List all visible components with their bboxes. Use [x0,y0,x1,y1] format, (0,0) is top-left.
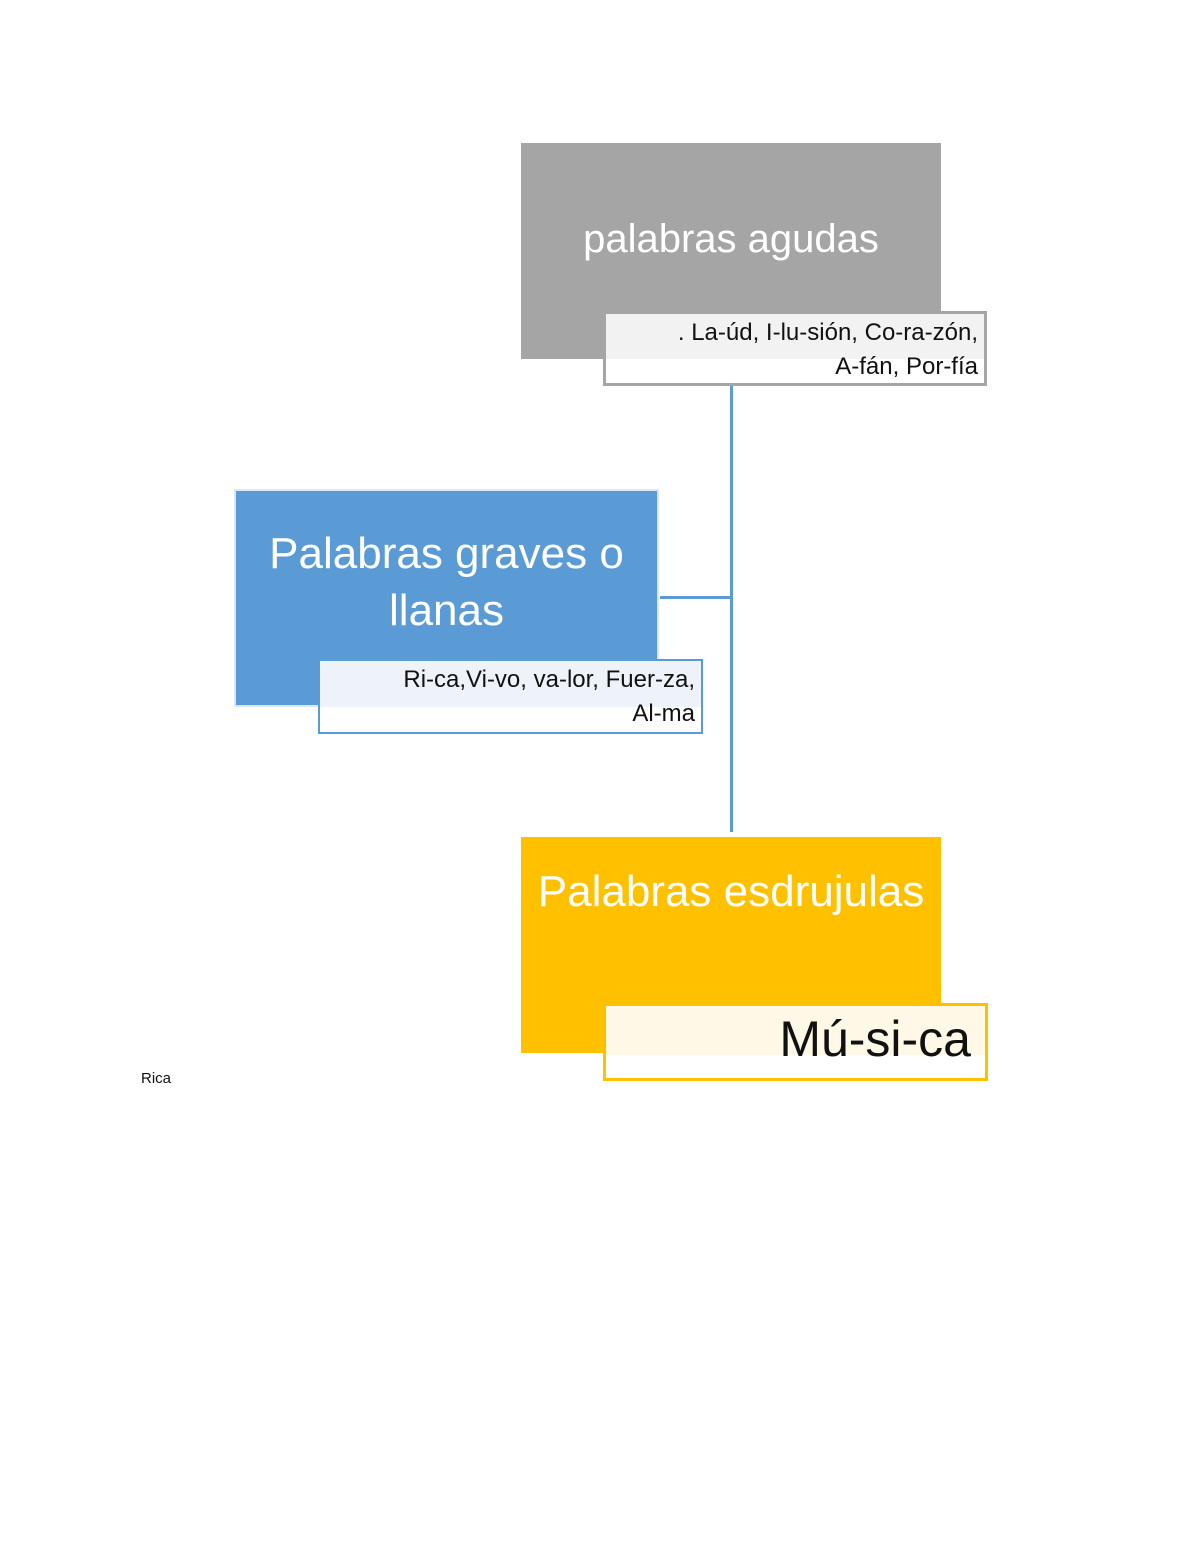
node-esdrujulas-examples: Mú-si-ca [603,1003,988,1081]
esdrujulas-examples-text: Mú-si-ca [779,1011,971,1067]
graves-examples-line1: Ri-ca,Vi-vo, va-lor, Fuer-za, [403,666,695,693]
graves-examples-line2: Al-ma [632,699,695,727]
horizontal-connector [660,596,733,599]
agudas-examples-line1: . La-úd, I-lu-sión, Co-ra-zón, [677,319,978,346]
node-agudas-title: palabras agudas [583,217,879,261]
node-esdrujulas-title: Palabras esdrujulas [537,867,925,916]
node-agudas-examples: . La-úd, I-lu-sión, Co-ra-zón, A-fán, Po… [603,311,987,386]
node-graves-title-line1: Palabras graves o [269,529,624,578]
agudas-examples-line2: A-fán, Por-fía [835,352,978,380]
node-graves-examples: Ri-ca,Vi-vo, va-lor, Fuer-za, Al-ma [318,659,703,734]
node-graves-title-line2: llanas [389,586,504,636]
footer-note: Rica [141,1070,172,1087]
